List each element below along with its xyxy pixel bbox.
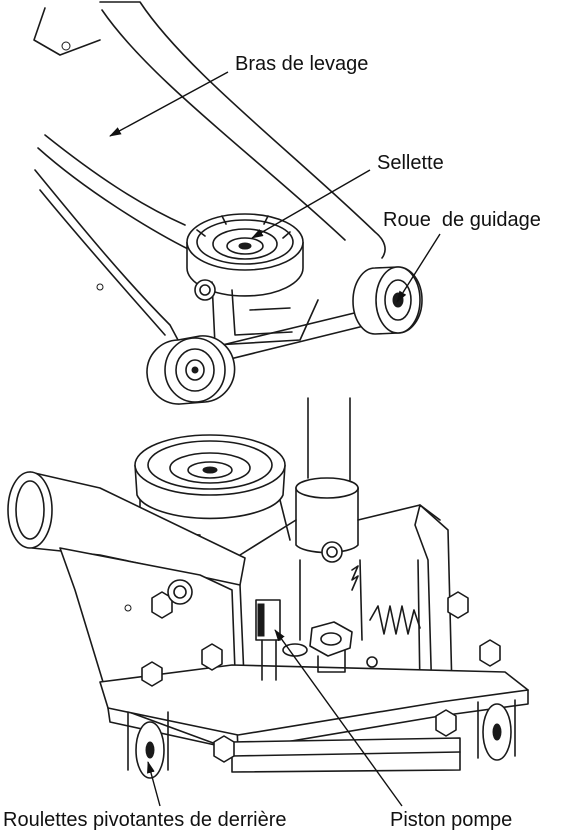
piston-shade: [257, 603, 265, 637]
base-edge: [107, 689, 529, 751]
caster-left-hub: [145, 741, 155, 759]
lift-arm-right-edge: [99, 1, 386, 259]
saddle-center-ring: [226, 237, 264, 255]
guide-wheel-hub: [384, 279, 412, 321]
handle-tube: [307, 397, 351, 481]
valve-star-nut: [309, 621, 353, 657]
saddle-groove: [196, 219, 294, 265]
arm-ring-inner: [15, 480, 45, 540]
lift-arm-plate-edge: [44, 134, 186, 226]
small-spring: [351, 565, 359, 591]
label-rear-casters: Roulettes pivotantes de derrière: [3, 809, 287, 831]
front-wheel-rim: [175, 348, 215, 392]
saddle-center: [238, 242, 252, 250]
label-guide-wheel: Roue de guidage: [383, 209, 541, 231]
arm-ring-outer: [7, 471, 53, 549]
left-pivot-boss: [167, 579, 193, 605]
label-pump-piston: Piston pompe: [390, 809, 513, 831]
bolts: [141, 579, 501, 763]
bolt-right-plate: [447, 591, 469, 619]
saddle-inner-ring: [212, 228, 278, 260]
front-crossbar: [209, 307, 381, 363]
guide-wheel: [352, 266, 423, 335]
saddle-rear-rim: [134, 434, 286, 496]
frame-corner: [33, 7, 101, 56]
yoke-bolt-head: [326, 546, 338, 558]
saddle-top: [186, 213, 304, 297]
yoke-bolt: [321, 541, 343, 563]
lift-arm-top-plate: [37, 147, 216, 251]
caster-right-hub: [492, 723, 502, 741]
bolt-left-base: [141, 661, 163, 687]
arrow-pump-piston: [274, 629, 403, 807]
left-pivot-pin: [173, 585, 187, 599]
arrow-guide-wheel: [396, 233, 441, 303]
frame-bolt: [61, 41, 71, 51]
bolt-left-low: [213, 735, 235, 763]
bolt-right-base: [479, 639, 501, 667]
valve-stem: [320, 632, 342, 646]
lift-arm-left-wall: [34, 169, 179, 341]
caster-left: [127, 711, 169, 779]
release-valve: [309, 621, 378, 673]
saddle-rear-center: [187, 461, 233, 479]
axle-boss: [194, 279, 216, 301]
saddle-rear: [134, 434, 286, 520]
caster-left-fork: [127, 711, 169, 771]
caster-right-fork: [477, 699, 516, 759]
crossbar-edge: [231, 751, 461, 757]
saddle-rear-inner: [169, 452, 251, 484]
arrow-lift-arm: [109, 71, 229, 137]
front-wheel: [146, 335, 236, 405]
base-frame: [99, 664, 529, 736]
bolt-left-plate: [151, 591, 173, 619]
plate-rivet: [124, 604, 132, 612]
bolt-left-mid: [201, 643, 223, 671]
lift-arm-inner-edge: [101, 9, 346, 241]
return-spring: [369, 605, 421, 635]
rear-view-assembly: [7, 397, 529, 779]
arrow-rear-casters: [147, 761, 161, 807]
saddle-rim: [186, 213, 304, 271]
axle-pin: [199, 284, 211, 296]
valve-body: [317, 649, 346, 673]
rear-crossbar: [231, 737, 461, 773]
valve-fitting: [366, 656, 378, 668]
piston-seal: [282, 643, 308, 657]
arrow-saddle: [251, 169, 371, 239]
front-wheel-axle: [191, 366, 199, 374]
arm-rivet: [96, 283, 104, 291]
saddle-rear-dot: [202, 466, 218, 474]
label-lift-arm: Bras de levage: [235, 53, 369, 75]
socket-rim: [295, 477, 359, 499]
saddle-notches: [196, 215, 291, 239]
saddle-rear-groove: [147, 440, 273, 490]
label-saddle: Sellette: [377, 152, 444, 174]
piston-rod: [261, 639, 277, 681]
lift-arm-wall-lower: [39, 189, 166, 336]
bolt-right-low: [435, 709, 457, 737]
front-wheel-hub: [185, 359, 205, 381]
caster-right: [477, 699, 516, 761]
